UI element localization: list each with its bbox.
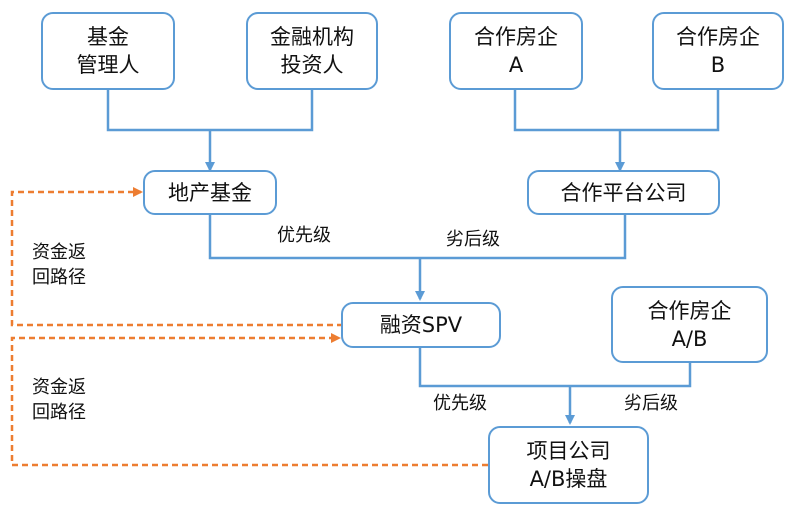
label-senior-bottom: 优先级 — [433, 393, 487, 414]
label-junior-bottom: 劣后级 — [624, 393, 678, 414]
label-return-bottom-line-2: 回路径 — [32, 402, 86, 423]
node-developer-b-line-2: B — [710, 53, 726, 77]
connector-spv-senior — [418, 348, 570, 388]
node-project-co-line-1: 项目公司 — [526, 439, 611, 463]
return-path-spv-to-fund — [10, 187, 343, 327]
node-fund-manager-line-2: 管理人 — [76, 53, 140, 77]
node-developer-ab: 合作房企 A/B — [611, 286, 768, 363]
connector-developer-ab-junior — [570, 363, 692, 388]
node-project-co: 项目公司 A/B操盘 — [488, 426, 649, 504]
node-spv: 融资SPV — [341, 302, 501, 348]
connector-property-fund-senior — [208, 215, 420, 260]
node-developer-b-line-1: 合作房企 — [676, 25, 760, 49]
label-return-bottom-line-1: 资金返 — [32, 377, 86, 398]
connector-developer-a — [513, 90, 620, 132]
node-fund-manager: 基金 管理人 — [41, 12, 175, 90]
connector-developer-b — [620, 90, 720, 132]
node-property-fund: 地产基金 — [143, 170, 277, 215]
connector-fund-manager — [106, 90, 210, 132]
label-junior-top: 劣后级 — [446, 229, 500, 250]
node-developer-a-line-2: A — [508, 53, 524, 77]
label-senior-top: 优先级 — [277, 225, 331, 246]
node-fin-investor-line-2: 投资人 — [280, 53, 344, 77]
node-developer-ab-line-1: 合作房企 — [647, 298, 732, 323]
node-fin-investor: 金融机构 投资人 — [246, 12, 378, 90]
node-coop-platform: 合作平台公司 — [527, 170, 720, 215]
node-developer-ab-line-2: A/B — [671, 326, 708, 351]
label-return-top-line-1: 资金返 — [32, 242, 86, 263]
node-coop-platform-line-1: 合作平台公司 — [560, 180, 687, 205]
node-developer-a: 合作房企 A — [449, 12, 583, 90]
node-fund-manager-line-1: 基金 — [87, 25, 129, 49]
connector-fin-investor — [210, 90, 314, 132]
node-developer-a-line-1: 合作房企 — [474, 25, 558, 49]
node-project-co-line-2: A/B操盘 — [529, 467, 608, 491]
node-fin-investor-line-1: 金融机构 — [270, 25, 354, 49]
node-spv-line-1: 融资SPV — [379, 313, 463, 337]
node-developer-b: 合作房企 B — [652, 12, 784, 90]
connector-coop-platform-junior — [420, 215, 627, 260]
label-return-top-line-2: 回路径 — [32, 267, 86, 288]
node-property-fund-line-1: 地产基金 — [168, 180, 252, 205]
